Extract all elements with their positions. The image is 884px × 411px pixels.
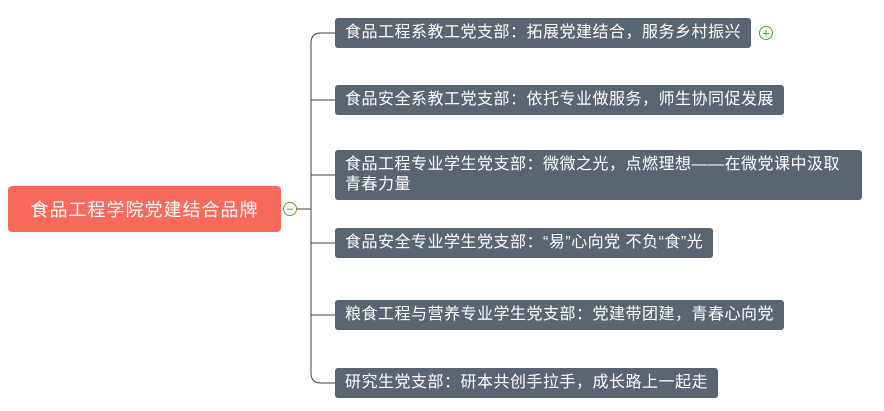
branch-node-6[interactable]: 研究生党支部：研本共创手拉手，成长路上一起走 <box>335 368 719 398</box>
branch-node-2[interactable]: 食品安全系教工党支部：依托专业做服务，师生协同促发展 <box>335 85 785 115</box>
branch-label: 食品安全系教工党支部：依托专业做服务，师生协同促发展 <box>345 91 775 108</box>
root-node[interactable]: 食品工程学院党建结合品牌 <box>8 186 281 232</box>
branch-label: 粮食工程与营养专业学生党支部：党建带团建，青春心向党 <box>345 306 775 323</box>
branch-row-2: 食品安全系教工党支部：依托专业做服务，师生协同促发展 <box>335 85 785 115</box>
expand-icon[interactable]: + <box>759 26 774 40</box>
branch-row-5: 粮食工程与营养专业学生党支部：党建带团建，青春心向党 <box>335 300 785 330</box>
branch-label: 食品工程专业学生党支部：微微之光，点燃理想——在微党课中汲取青春力量 <box>345 156 841 193</box>
branch-row-3: 食品工程专业学生党支部：微微之光，点燃理想——在微党课中汲取青春力量 <box>335 150 862 200</box>
branch-node-4[interactable]: 食品安全专业学生党支部：“易”心向党 不负“食”光 <box>335 228 714 258</box>
branch-row-4: 食品安全专业学生党支部：“易”心向党 不负“食”光 <box>335 228 714 258</box>
collapse-icon[interactable]: − <box>283 202 297 216</box>
branch-node-1[interactable]: 食品工程系教工党支部：拓展党建结合，服务乡村振兴 <box>335 18 752 48</box>
branch-label: 食品工程系教工党支部：拓展党建结合，服务乡村振兴 <box>345 24 742 41</box>
branch-node-3[interactable]: 食品工程专业学生党支部：微微之光，点燃理想——在微党课中汲取青春力量 <box>335 150 862 200</box>
root-node-label: 食品工程学院党建结合品牌 <box>30 200 259 220</box>
branch-node-5[interactable]: 粮食工程与营养专业学生党支部：党建带团建，青春心向党 <box>335 300 785 330</box>
branch-label: 研究生党支部：研本共创手拉手，成长路上一起走 <box>345 374 709 391</box>
branch-row-1: 食品工程系教工党支部：拓展党建结合，服务乡村振兴 + <box>335 18 774 48</box>
branch-row-6: 研究生党支部：研本共创手拉手，成长路上一起走 <box>335 368 719 398</box>
branch-label: 食品安全专业学生党支部：“易”心向党 不负“食”光 <box>345 234 704 251</box>
